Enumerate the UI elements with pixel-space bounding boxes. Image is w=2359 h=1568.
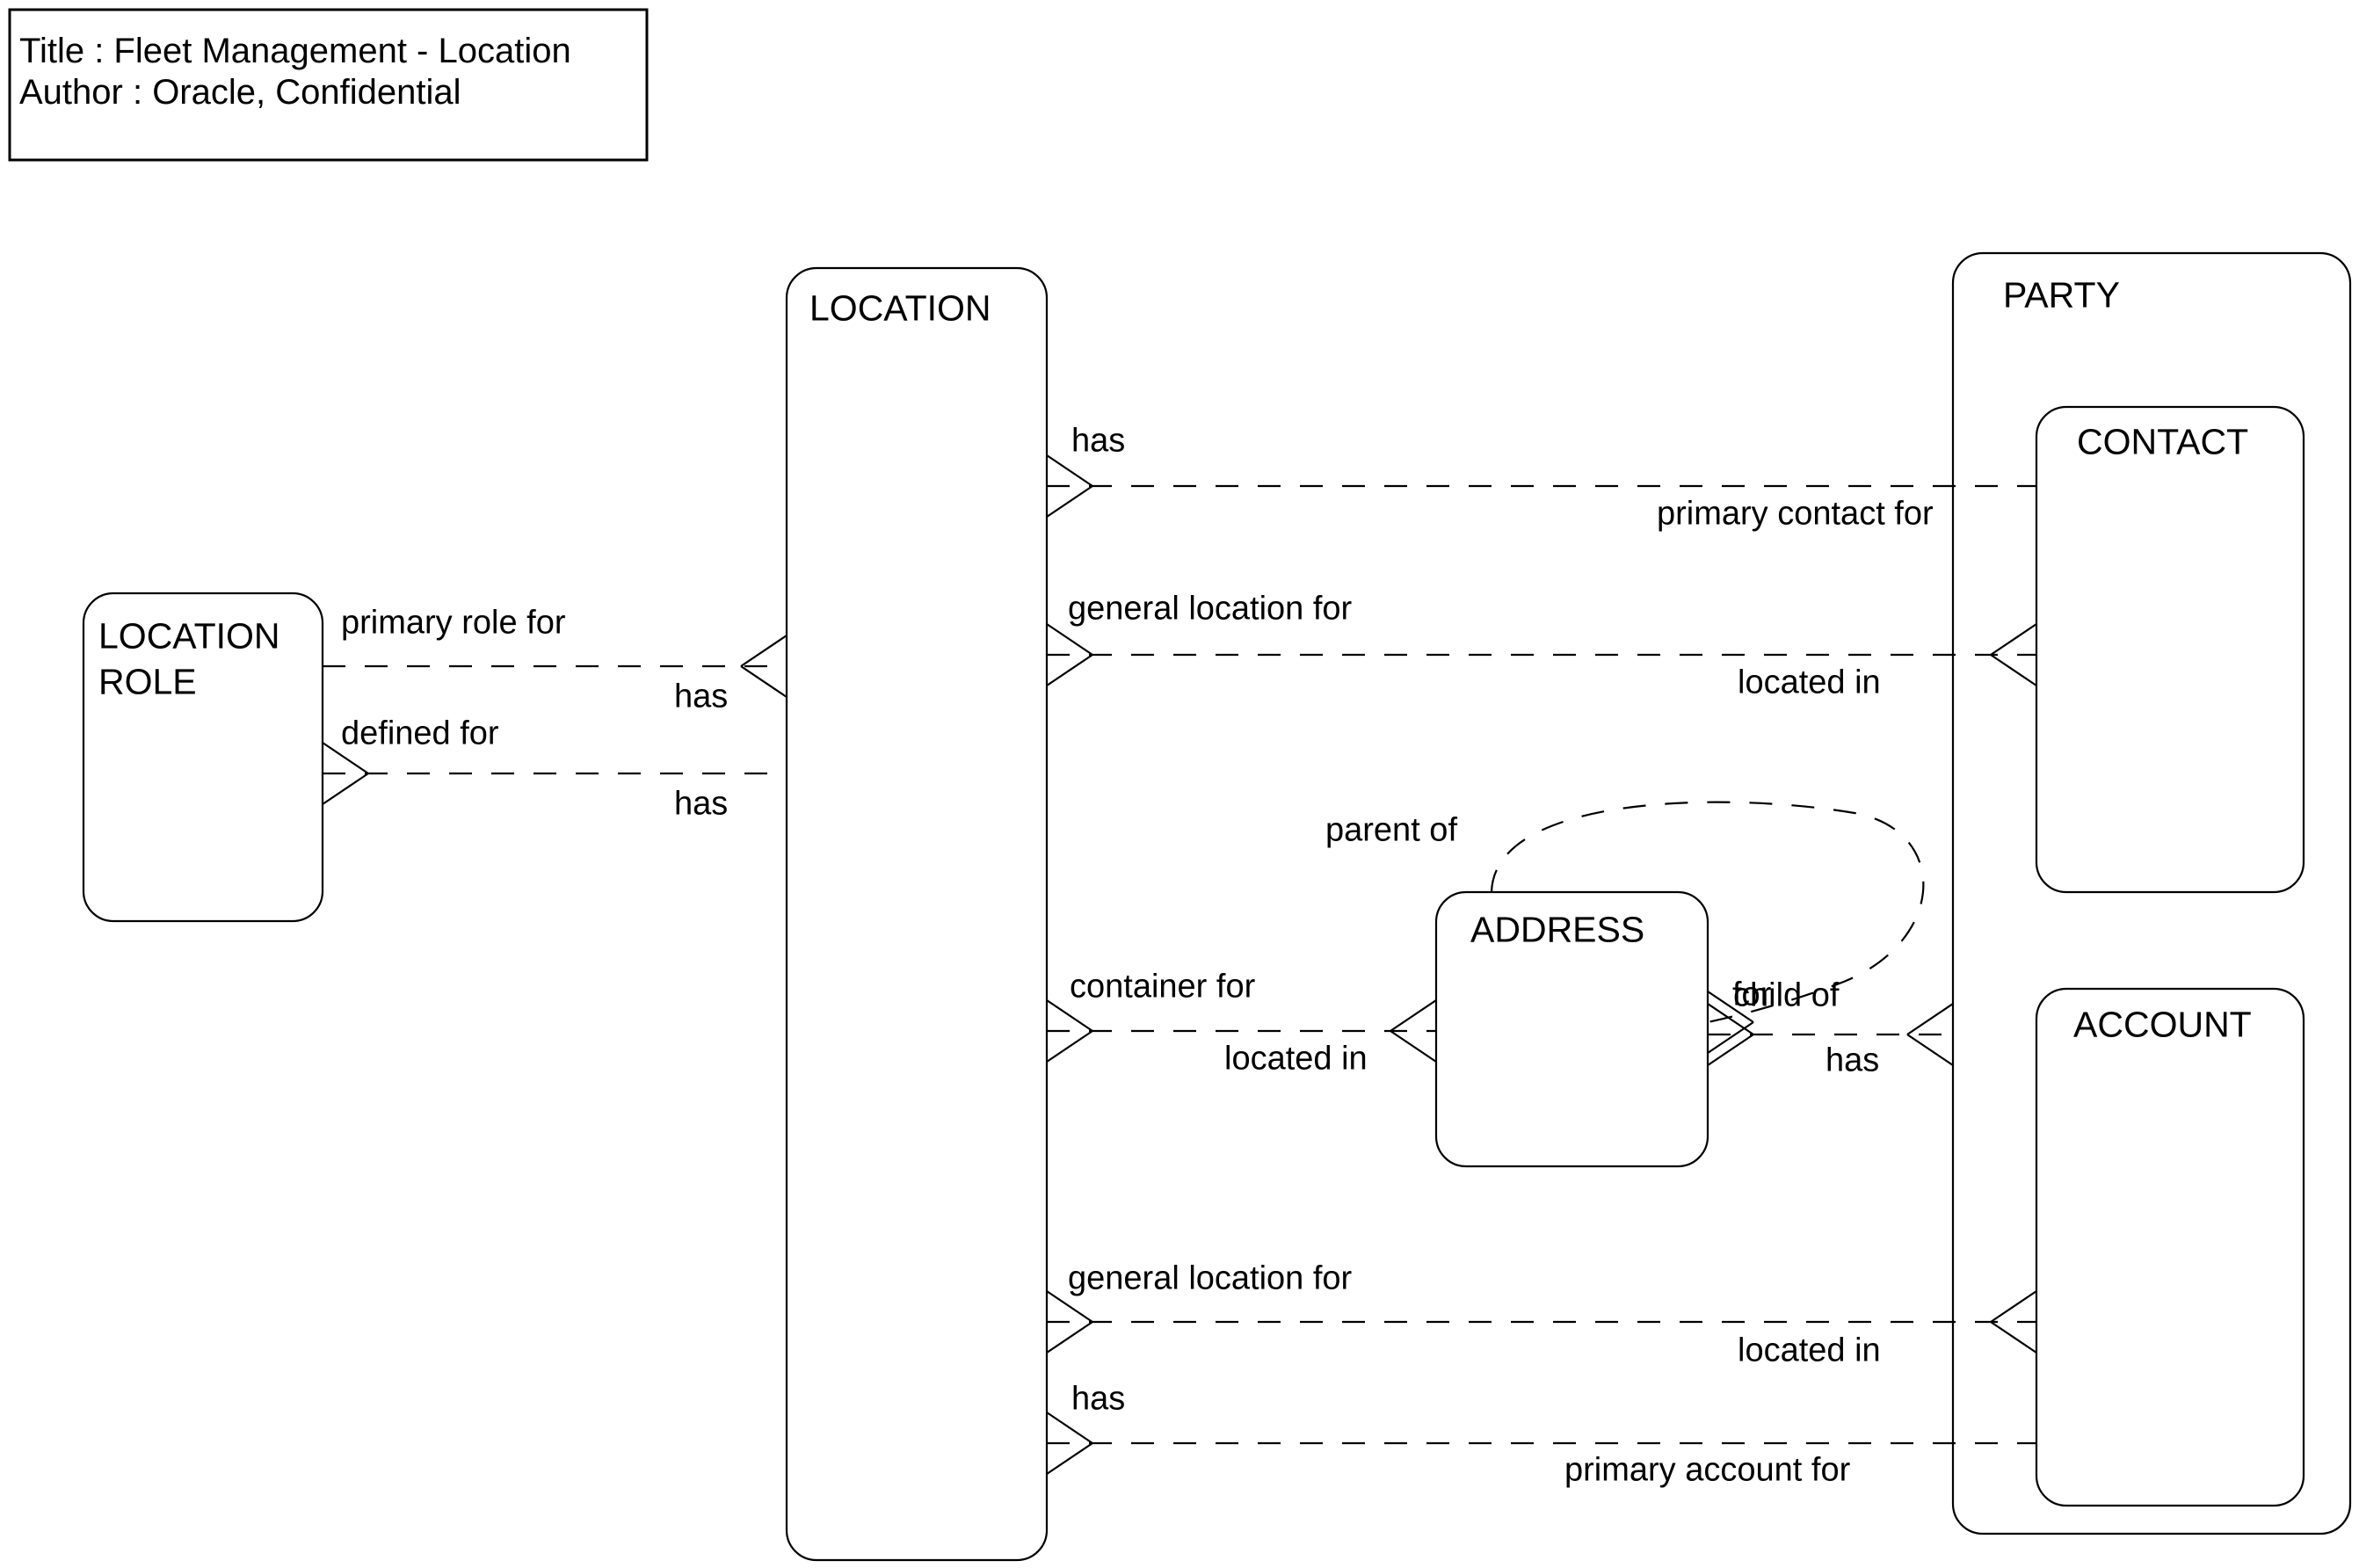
- relationship-address-recursive[interactable]: parent of child of: [1325, 801, 1925, 1054]
- entity-account-box[interactable]: [2035, 987, 2305, 1507]
- crowsfoot-location-contact-primary: [1046, 454, 1093, 518]
- crowsfoot-location-address-right: [1390, 999, 1437, 1063]
- title-line: Title : Fleet Management - Location: [19, 32, 571, 70]
- crowsfoot-locationrole-location-primary: [740, 635, 788, 698]
- entity-address[interactable]: ADDRESS: [1434, 890, 1709, 1168]
- rel-label-primary-contact-for: primary contact for: [1657, 495, 1934, 532]
- rel-label-general-location-for-1: general location for: [1068, 590, 1353, 627]
- rel-label-general-location-for-2: general location for: [1068, 1259, 1353, 1296]
- crowsfoot-locationrole-location-defined: [322, 742, 369, 805]
- entity-address-label: ADDRESS: [1470, 910, 1644, 950]
- relationship-location-contact-general[interactable]: general location for located in: [1046, 590, 2037, 701]
- entity-location-role-label-line2: ROLE: [98, 662, 197, 702]
- rel-label-defined-for: defined for: [341, 715, 499, 751]
- entity-location-role[interactable]: LOCATION ROLE: [82, 592, 324, 923]
- title-block-border: [8, 8, 649, 162]
- rel-label-has-2: has: [674, 678, 728, 715]
- entity-location-role-label-line1: LOCATION: [98, 616, 280, 657]
- rel-label-has-3: has: [674, 785, 728, 822]
- entity-account-label: ACCOUNT: [2073, 1005, 2252, 1045]
- relationship-location-account-general[interactable]: general location for located in: [1046, 1259, 2037, 1368]
- entity-contact-label: CONTACT: [2077, 422, 2248, 462]
- crowsfoot-location-account-general-left: [1046, 1290, 1093, 1354]
- crowsfoot-location-address-left: [1046, 999, 1093, 1063]
- relationship-location-account-primary[interactable]: has primary account for: [1046, 1380, 2036, 1488]
- rel-label-located-in-2: located in: [1224, 1040, 1368, 1077]
- rel-label-primary-role-for: primary role for: [341, 604, 566, 641]
- crowsfoot-address-party-right: [1906, 1003, 1954, 1066]
- crowsfoot-location-contact-general-right: [1990, 623, 2037, 686]
- entity-address-box[interactable]: [1434, 890, 1709, 1168]
- rel-label-located-in-3: located in: [1738, 1332, 1881, 1368]
- entity-location[interactable]: LOCATION: [785, 266, 1049, 1562]
- rel-label-has-5: has: [1071, 1380, 1125, 1417]
- relationship-address-party-for[interactable]: for has: [1707, 976, 1954, 1078]
- entity-contact[interactable]: CONTACT: [2035, 405, 2305, 894]
- relationship-locationrole-location-primary[interactable]: primary role for has: [323, 604, 788, 715]
- crowsfoot-location-contact-general-left: [1046, 623, 1093, 686]
- author-line: Author : Oracle, Confidential: [19, 73, 461, 112]
- rel-label-located-in-1: located in: [1738, 664, 1881, 701]
- relationship-location-contact-primary[interactable]: has primary contact for: [1046, 422, 2036, 532]
- rel-label-has-4: has: [1826, 1042, 1879, 1078]
- rel-label-primary-account-for: primary account for: [1564, 1451, 1851, 1488]
- entity-party-label: PARTY: [2003, 275, 2120, 316]
- crowsfoot-location-account-primary: [1046, 1412, 1093, 1475]
- rel-label-container-for: container for: [1070, 968, 1256, 1005]
- rel-line-address-recursive[interactable]: [1490, 801, 1925, 1024]
- rel-label-has-1: has: [1071, 422, 1125, 459]
- relationship-locationrole-location-defined[interactable]: defined for has: [322, 715, 787, 822]
- crowsfoot-address-recursive: [1707, 991, 1754, 1054]
- relationship-location-address-container[interactable]: container for located in: [1046, 968, 1437, 1077]
- entity-location-box[interactable]: [785, 266, 1049, 1562]
- entity-location-role-box[interactable]: [82, 592, 324, 923]
- crowsfoot-address-party-left: [1707, 1003, 1754, 1066]
- rel-label-for: for: [1732, 976, 1772, 1013]
- entity-account[interactable]: ACCOUNT: [2035, 987, 2305, 1507]
- title-block: Title : Fleet Management - Location Auth…: [8, 8, 649, 162]
- entity-location-label: LOCATION: [809, 288, 991, 329]
- crowsfoot-location-account-general-right: [1990, 1290, 2037, 1354]
- rel-label-child-of: child of: [1733, 976, 1840, 1013]
- entity-contact-box[interactable]: [2035, 405, 2305, 894]
- rel-label-parent-of: parent of: [1325, 811, 1457, 848]
